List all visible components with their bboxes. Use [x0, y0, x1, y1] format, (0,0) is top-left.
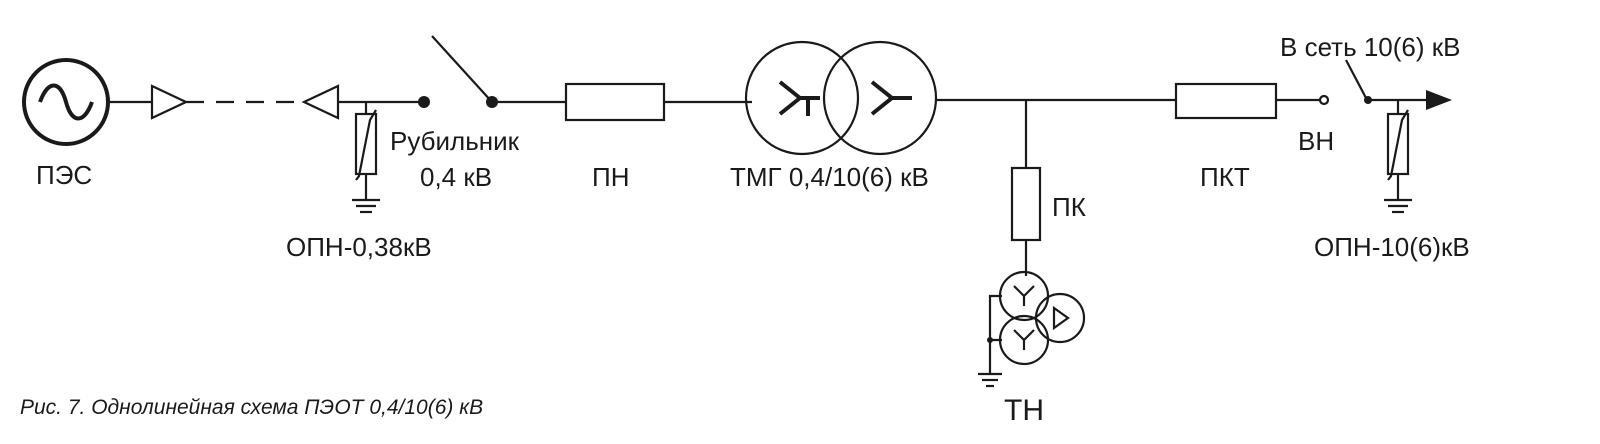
- label-breaker-line1: Рубильник: [390, 126, 520, 156]
- label-opn-lv: ОПН-0,38кВ: [286, 232, 432, 262]
- hv-switch-contact: [1318, 94, 1330, 106]
- fuse-pk: [1010, 166, 1042, 242]
- figure-caption: Рис. 7. Однолинейная схема ПЭОТ 0,4/10(6…: [20, 396, 483, 419]
- hv-switch-blade: [1345, 59, 1367, 99]
- surge-arrester-hv: [1386, 100, 1410, 200]
- breaker-blade: [431, 35, 493, 103]
- label-pes: ПЭС: [36, 160, 92, 190]
- breaker-contact-left: [418, 96, 430, 108]
- fuse-pn: [564, 82, 666, 122]
- triangle-left-icon: [301, 84, 340, 120]
- label-pk: ПК: [1052, 192, 1086, 222]
- label-grid: В сеть 10(6) кВ: [1280, 32, 1460, 62]
- voltage-transformer: [987, 270, 1086, 374]
- label-pn: ПН: [592, 162, 629, 192]
- label-tmg: ТМГ 0,4/10(6) кВ: [730, 162, 929, 192]
- triangle-right-icon: [150, 84, 189, 120]
- fuse-pkt: [1174, 82, 1278, 120]
- label-breaker-line2: 0,4 кВ: [420, 162, 492, 192]
- ground-icon: [1384, 198, 1412, 214]
- generator-symbol: [22, 58, 110, 146]
- label-vn: ВН: [1298, 126, 1334, 156]
- ground-icon: [978, 372, 1002, 388]
- label-tn: ТН: [1004, 394, 1044, 427]
- label-opn-hv: ОПН-10(6)кВ: [1314, 232, 1470, 262]
- surge-arrester-lv: [354, 102, 378, 200]
- power-transformer: [744, 40, 938, 156]
- label-pkt: ПКТ: [1200, 162, 1250, 192]
- arrow-right-icon: [1426, 90, 1452, 110]
- ground-icon: [352, 198, 380, 214]
